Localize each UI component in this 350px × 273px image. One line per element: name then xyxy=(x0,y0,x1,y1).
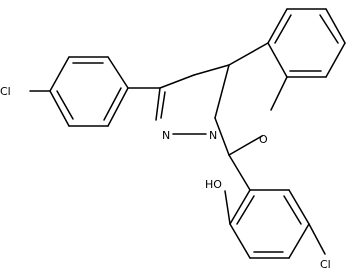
atom-cl-right: Cl xyxy=(320,258,331,271)
atom-n-imine: N xyxy=(162,129,170,142)
pyrazoline-ring xyxy=(155,64,230,135)
chlorophenyl-ring xyxy=(29,56,161,127)
atom-o-ring: O xyxy=(259,133,268,146)
chlorophenol-ring xyxy=(224,154,326,259)
oxazine-ring xyxy=(214,42,288,156)
benzo-ring xyxy=(267,8,346,78)
atom-cl-left: Cl xyxy=(0,85,11,98)
atom-n-ring: N xyxy=(209,129,217,142)
atom-oh: HO xyxy=(205,178,222,191)
